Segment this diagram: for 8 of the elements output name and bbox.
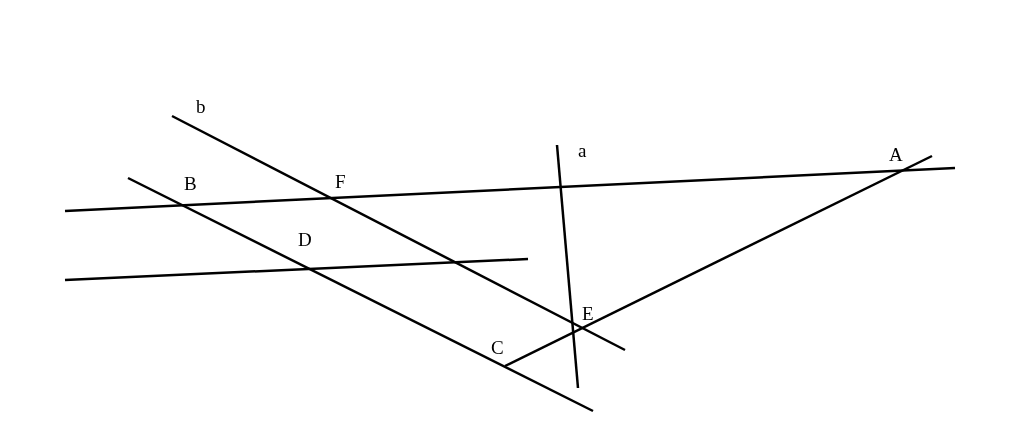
point-label: F bbox=[335, 172, 346, 191]
point-label: B bbox=[184, 174, 197, 193]
point-label: D bbox=[298, 230, 312, 249]
point-label: E bbox=[582, 304, 594, 323]
point-label: A bbox=[889, 145, 903, 164]
line-label: a bbox=[578, 141, 587, 160]
line-label: b bbox=[196, 97, 206, 116]
point-label: C bbox=[491, 338, 504, 357]
